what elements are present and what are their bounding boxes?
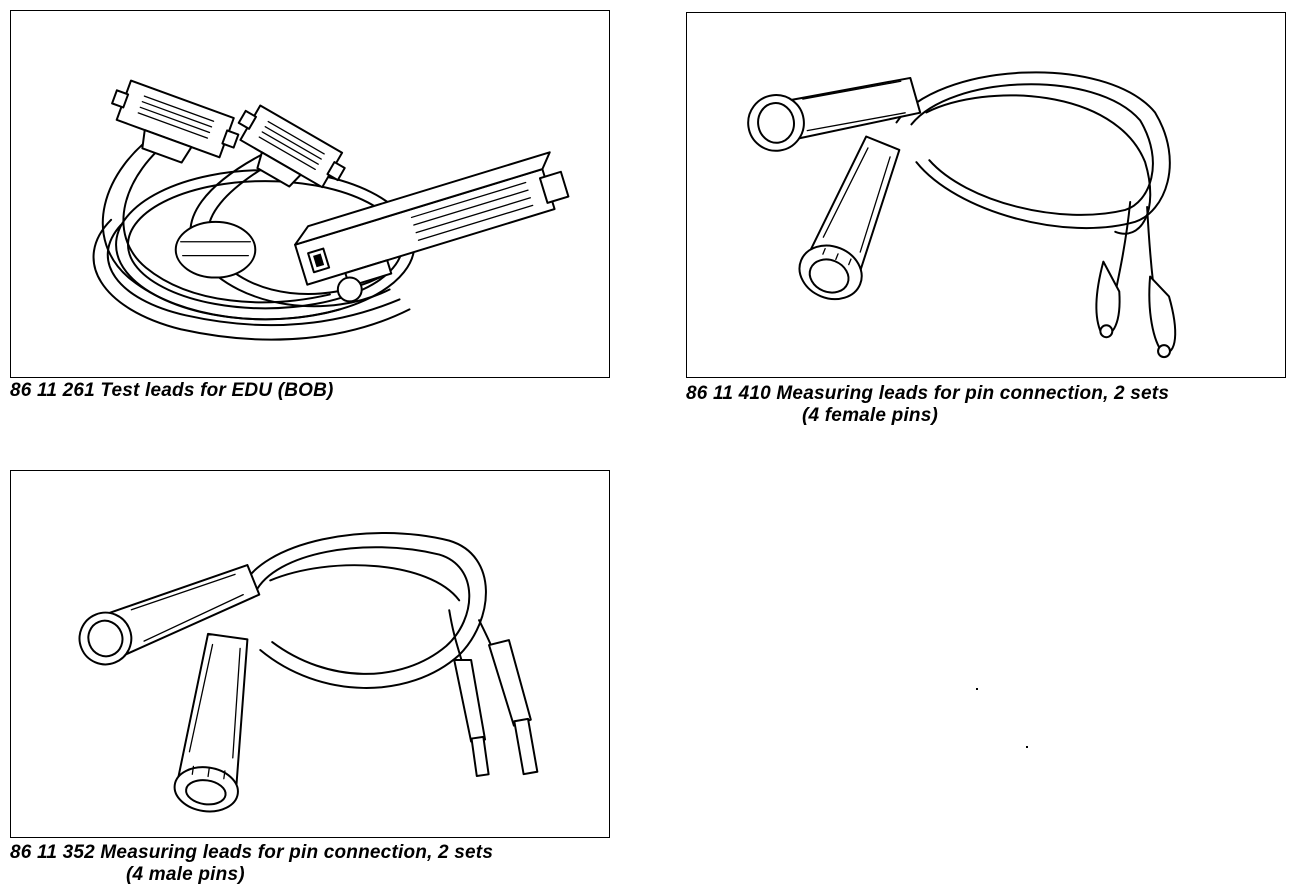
figure-caption-male-pins: 86 11 352 Measuring leads for pin connec…: [10, 842, 493, 886]
test-leads-illustration: [92, 79, 570, 341]
female-pin-leads-illustration: [747, 71, 1177, 359]
caption-line-1: 86 11 410 Measuring leads for pin connec…: [686, 383, 1170, 404]
figure-test-leads-edu: [10, 10, 610, 378]
figure-measuring-leads-male: [10, 470, 610, 838]
figure-measuring-leads-female: [686, 12, 1286, 378]
caption-line-2: (4 female pins): [802, 405, 939, 426]
caption-line-1: 86 11 352 Measuring leads for pin connec…: [10, 842, 494, 863]
scan-speck: [1026, 746, 1028, 748]
caption-line-2: (4 male pins): [126, 864, 245, 885]
figure-caption-test-leads: 86 11 261 Test leads for EDU (BOB): [10, 380, 334, 401]
figure-caption-female-pins: 86 11 410 Measuring leads for pin connec…: [686, 383, 1169, 427]
male-pin-leads-illustration: [78, 532, 539, 813]
scan-speck: [976, 688, 978, 690]
